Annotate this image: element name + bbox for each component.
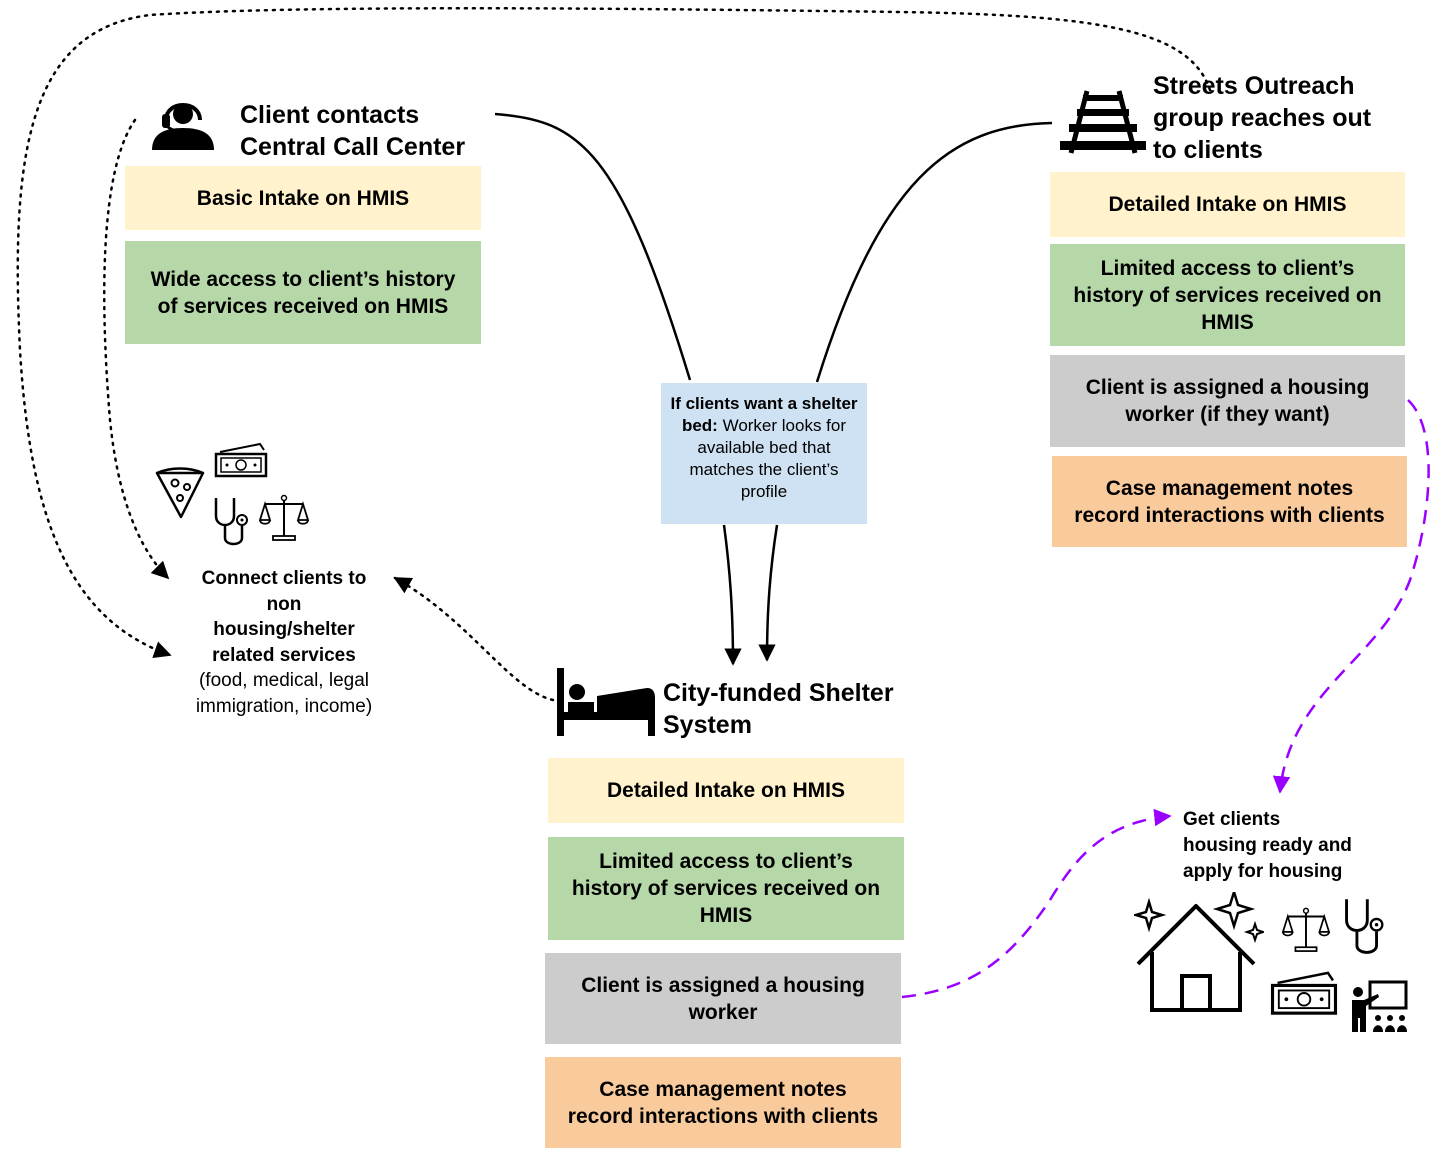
scales-of-justice-icon <box>258 492 310 547</box>
outreach-case-notes-line2: record interactions with clients <box>1074 503 1385 527</box>
shelter-heading-line1: City-funded Shelter <box>663 679 894 707</box>
shelter-bed-note-bold: If clients want a shelter bed: <box>670 394 858 435</box>
call-center-access-line2: of services received on HMIS <box>157 294 449 318</box>
outreach-housing-worker-box: Client is assigned a housing worker (if … <box>1050 355 1405 447</box>
shelter-heading: City-funded Shelter System <box>663 677 894 741</box>
shelter-case-notes-line2: record interactions with clients <box>567 1104 879 1128</box>
scales-of-justice-icon-housing <box>1280 905 1332 958</box>
call-center-intake-box: Basic Intake on HMIS <box>125 166 481 230</box>
outreach-access-line3: HMIS <box>1201 310 1254 334</box>
services-line5: (food, medical, legal <box>198 670 370 691</box>
outreach-heading-line1: Streets Outreach <box>1153 72 1355 100</box>
housing-ready-line1: Get clients <box>1183 809 1281 830</box>
call-center-heading: Client contacts Central Call Center <box>240 99 465 163</box>
arrow-outreach-to-shelter <box>815 121 1053 383</box>
outreach-housing-worker-line1: Client is assigned a housing <box>1085 376 1370 399</box>
outreach-housing-worker-line2: worker (if they want) <box>1125 403 1330 426</box>
shelter-case-notes-line1: Case management notes <box>599 1077 847 1101</box>
shelter-access-line3: HMIS <box>699 904 753 927</box>
purple-outreach-to-housing <box>1272 399 1430 794</box>
shelter-case-notes-box: Case management notes record interaction… <box>545 1057 901 1148</box>
pizza-icon <box>155 467 205 524</box>
outreach-intake-label: Detailed Intake on HMIS <box>1108 193 1347 216</box>
shelter-access-box: Limited access to client’s history of se… <box>548 837 904 940</box>
call-center-access-box: Wide access to client’s history of servi… <box>125 241 481 344</box>
teacher-presentation-icon <box>1348 980 1410 1039</box>
shelter-intake-box: Detailed Intake on HMIS <box>548 758 904 823</box>
call-center-heading-line2: Central Call Center <box>240 133 466 161</box>
outreach-access-box: Limited access to client’s history of se… <box>1050 244 1405 346</box>
outreach-case-notes-box: Case management notes record interaction… <box>1052 456 1407 547</box>
outreach-intake-box: Detailed Intake on HMIS <box>1050 172 1405 237</box>
call-center-heading-line1: Client contacts <box>240 101 420 129</box>
money-icon-housing <box>1270 968 1338 1023</box>
bed-icon <box>555 666 659 743</box>
shelter-bed-note-text: Worker looks for available bed that matc… <box>689 416 847 501</box>
money-icon <box>214 442 268 483</box>
shelter-access-line1: Limited access to client’s <box>599 850 853 873</box>
outreach-heading-line2: group reaches out <box>1153 104 1372 132</box>
services-line1: Connect clients to <box>201 568 367 589</box>
services-label: Connect clients to non housing/shelter r… <box>174 566 394 719</box>
shelter-bed-note: If clients want a shelter bed: Worker lo… <box>661 383 867 524</box>
shelter-access-line2: history of services received on <box>571 877 881 900</box>
shelter-intake-label: Detailed Intake on HMIS <box>606 779 846 802</box>
shelter-housing-worker-box: Client is assigned a housing worker <box>545 953 901 1044</box>
services-line4: related services <box>212 644 356 666</box>
services-line3: housing/shelter <box>213 619 355 640</box>
outreach-access-line1: Limited access to client’s <box>1100 256 1355 280</box>
shelter-housing-worker-line2: worker <box>688 1000 758 1024</box>
shelter-housing-worker-line1: Client is assigned a housing <box>581 973 865 997</box>
call-center-agent-icon <box>150 94 216 155</box>
housing-ready-line3: apply for housing <box>1183 861 1343 882</box>
outreach-case-notes-line1: Case management notes <box>1105 476 1354 500</box>
outreach-heading: Streets Outreach group reaches out to cl… <box>1153 70 1371 166</box>
call-center-access-line1: Wide access to client’s history <box>150 267 456 291</box>
services-line6: immigration, income) <box>195 695 373 717</box>
arrow-note-to-shelter-right <box>758 524 779 662</box>
outreach-heading-line3: to clients <box>1153 136 1263 164</box>
stethoscope-icon <box>212 496 252 553</box>
arrow-note-to-shelter-left <box>722 524 742 666</box>
call-center-intake-label: Basic Intake on HMIS <box>196 186 410 210</box>
services-line2: non <box>266 593 302 615</box>
house-icon <box>1131 887 1267 1017</box>
arrow-callcenter-to-shelter <box>494 112 692 381</box>
outreach-access-line2: history of services received on <box>1073 283 1382 307</box>
railway-tracks-icon <box>1057 89 1149 160</box>
shelter-heading-line2: System <box>663 711 752 739</box>
dotted-shelter-to-services <box>393 576 555 702</box>
stethoscope-icon-housing <box>1341 897 1389 962</box>
housing-ready-line2: housing ready and <box>1183 835 1352 856</box>
dotted-top-loop <box>16 7 1212 659</box>
purple-shelter-to-housing <box>901 808 1172 999</box>
housing-ready-label: Get clients housing ready and apply for … <box>1183 807 1352 885</box>
